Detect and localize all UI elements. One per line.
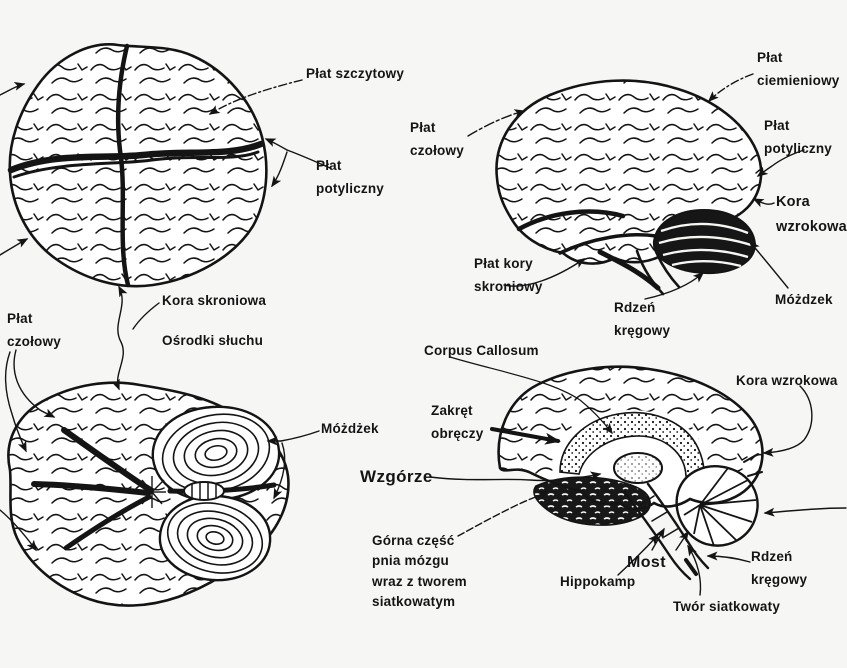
label-plat-czolowy-ventral: Płat czołowy <box>7 311 61 349</box>
label-corpus-callosum: Corpus Callosum <box>424 343 539 358</box>
label-plat-kory-skroniowy: Płat kory skroniowy <box>474 256 543 294</box>
sagittal-brain-drawing <box>497 365 764 581</box>
label-plat-szczytowy: Płat szczytowy <box>306 66 405 81</box>
label-wzgorze: Wzgórze <box>360 467 433 486</box>
label-plat-potyliczny-dorsal: Płat potyliczny <box>316 158 385 196</box>
ventral-brain-drawing <box>7 381 290 607</box>
label-gorna-czesc: Górna część pnia mózgu wraz z tworem sia… <box>372 533 467 609</box>
label-zakret-obreczy: Zakręt obręczy <box>431 403 484 441</box>
label-kora-skroniowa: Kora skroniowa <box>162 293 267 308</box>
label-osrodki-sluchu: Ośrodki słuchu <box>162 333 264 348</box>
label-hippokamp: Hippokamp <box>560 574 636 589</box>
label-twor-siatkowaty: Twór siatkowaty <box>673 599 781 614</box>
label-most: Most <box>627 554 666 571</box>
leader-arrows <box>0 73 847 596</box>
label-plat-czolowy-lateral: Płat czołowy <box>410 120 464 158</box>
label-mozdzek-lateral: Móżdzek <box>775 292 833 307</box>
dorsal-brain-drawing <box>7 43 268 288</box>
label-mozdzek-ventral: Móżdżek <box>321 421 379 436</box>
label-kora-wzrokowa-lateral: Kora wzrokowa <box>776 194 847 235</box>
label-plat-potyliczny-lateral: Płat potyliczny <box>764 118 833 156</box>
label-rdzen-kregowy-lateral: Rdzeń kręgowy <box>614 300 671 338</box>
label-plat-ciemieniowy: Płat ciemieniowy <box>757 50 840 88</box>
lateral-brain-drawing <box>495 79 763 296</box>
label-rdzen-kregowy-sagittal: Rdzeń kręgowy <box>751 549 808 587</box>
label-kora-wzrokowa-sagittal: Kora wzrokowa <box>736 373 838 388</box>
